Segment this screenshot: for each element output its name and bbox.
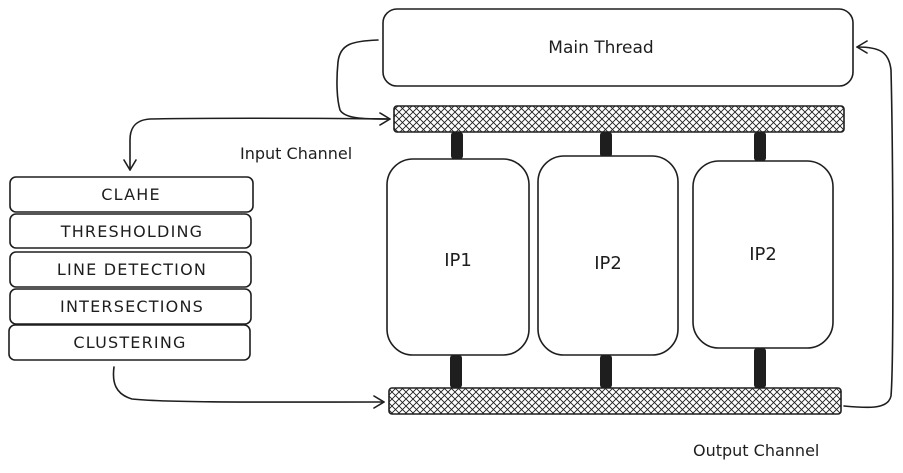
main-thread-box: Main Thread [382,8,854,87]
stage-clahe: CLAHE [9,176,254,213]
stage-thresholding: THRESHOLDING [9,213,252,249]
arrow-pipeline-to-output [112,366,385,409]
arrow-main-to-input [336,39,391,126]
output-channel-bar [388,387,842,415]
connector-top-1 [451,132,463,159]
worker-box-2: IP2 [537,155,679,356]
output-channel-label: Output Channel [693,441,819,460]
worker-label: IP2 [749,244,777,265]
stage-label: THRESHOLDING [60,222,204,241]
worker-label: IP2 [594,253,622,274]
connector-bottom-2 [600,355,612,388]
arrow-input-to-pipeline [123,117,389,171]
stage-label: LINE DETECTION [57,260,207,279]
stage-label: INTERSECTIONS [60,297,204,316]
stage-clustering: CLUSTERING [8,324,251,361]
input-channel-bar [393,105,845,133]
connector-top-3 [754,132,766,161]
arrow-output-to-main [843,40,894,409]
connector-top-2 [600,132,612,157]
worker-box-3: IP2 [692,160,834,349]
stage-label: CLAHE [101,185,161,204]
stage-intersections: INTERSECTIONS [9,288,252,325]
input-channel-label: Input Channel [240,144,352,163]
connector-bottom-1 [450,355,462,388]
main-thread-label: Main Thread [548,38,653,58]
worker-connectors [450,132,766,388]
stage-label: CLUSTERING [73,333,186,352]
connector-bottom-3 [754,348,766,388]
worker-label: IP1 [444,250,472,271]
stage-line-detection: LINE DETECTION [9,251,252,288]
pipeline-stack: CLAHE THRESHOLDING LINE DETECTION INTERS… [8,176,254,361]
worker-box-1: IP1 [386,158,530,356]
